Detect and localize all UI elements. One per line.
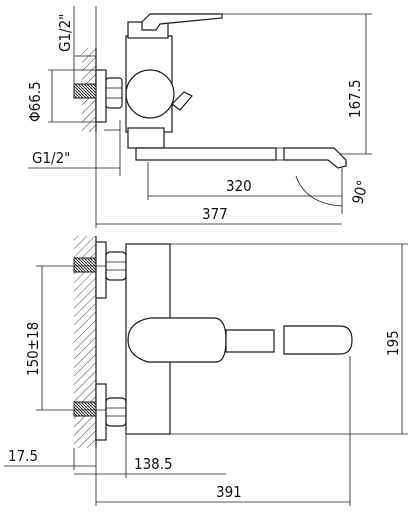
wall-hatch-front (74, 236, 96, 448)
inlet-thread-front-upper (73, 257, 97, 273)
dim-inlet-spacing: 150±18 (24, 322, 42, 376)
hex-nut-front-upper (105, 251, 127, 281)
inlet-thread-front-lower (73, 401, 97, 417)
hex-nut-side (105, 77, 123, 109)
spout-base-side (127, 127, 165, 149)
spout-outlet-side (283, 147, 347, 169)
dim-height: 167.5 (346, 79, 364, 118)
side-view: G1/2" Φ66.5 G1/2" 167.5 90° 320 377 (26, 6, 372, 228)
dim-angle: 90° (348, 178, 372, 206)
dim-offset-mid: 138.5 (134, 455, 173, 473)
escutcheon-front-upper (95, 241, 107, 299)
angle-arc (295, 175, 343, 207)
front-view: 150±18 195 17.5 138.5 391 (4, 236, 408, 506)
dim-thread-side: G1/2" (32, 149, 70, 167)
dim-spout-length: 320 (226, 177, 252, 195)
spout-front (225, 329, 275, 353)
diverter-knob-side (171, 91, 193, 111)
spout-tip-front (283, 325, 353, 355)
dim-offset-small: 17.5 (8, 447, 38, 465)
inlet-thread-side (73, 83, 97, 99)
diverter-ball-side (125, 69, 175, 119)
hex-nut-front-lower (105, 397, 127, 427)
dim-body-height: 195 (384, 330, 402, 356)
lever-front (127, 317, 227, 363)
escutcheon-side (95, 69, 107, 123)
dim-thread-top: G1/2" (56, 14, 74, 52)
spout-side (135, 147, 277, 161)
dim-diameter: Φ66.5 (26, 81, 44, 122)
lever-handle-side (141, 13, 223, 31)
dim-overall-top: 377 (202, 205, 228, 223)
escutcheon-front-lower (95, 383, 107, 441)
dim-overall-front: 391 (216, 483, 242, 501)
